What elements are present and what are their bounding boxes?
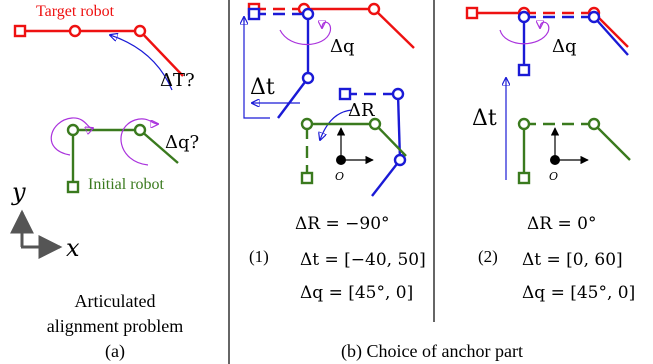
axis-y-label: y	[11, 178, 26, 206]
initial-robot-label: Initial robot	[88, 176, 165, 193]
delta-t-path-b1	[243, 18, 270, 119]
caption-a-line1: Articulated	[75, 291, 156, 311]
axis-x-label: x	[66, 234, 80, 262]
delta-t-arrow	[110, 35, 173, 91]
origin-dot-b2	[550, 155, 560, 165]
delta-q-curl-b2	[499, 22, 550, 45]
caption-b: (b) Choice of anchor part	[341, 341, 523, 362]
index-b1: (1)	[249, 247, 269, 266]
delta-q-curl-b1	[279, 22, 332, 45]
caption-a-line2: alignment problem	[47, 316, 183, 336]
initial-robot-b1	[300, 117, 407, 185]
eq-t-b1: Δt = [−40, 50]	[300, 250, 426, 270]
target-robot-a	[13, 24, 184, 77]
delta-r-arrow	[320, 109, 353, 140]
origin-label-b2: O	[549, 170, 558, 183]
origin-label-b1: O	[335, 170, 344, 183]
delta-t-label: ΔT?	[160, 70, 195, 91]
origin-dot-b1	[336, 155, 346, 165]
initial-robot-a	[66, 123, 179, 194]
aligned-robot-b1	[247, 7, 315, 119]
eq-r-b1: ΔR = −90°	[295, 214, 390, 234]
delta-r-label-b1: ΔR	[348, 100, 375, 121]
eq-t-b2: Δt = [0, 60]	[522, 250, 623, 270]
aligned-robot-b2	[517, 10, 629, 77]
delta-q-label-a: Δq?	[165, 132, 199, 153]
eq-q-b2: Δq = [45°, 0]	[522, 283, 635, 303]
delta-q-label-b2: Δq	[552, 36, 577, 57]
delta-q-label-b1: Δq	[330, 36, 355, 57]
eq-q-b1: Δq = [45°, 0]	[300, 283, 413, 303]
index-b2: (2)	[478, 247, 498, 266]
panel-a: Target robot ΔT? Δq? Initial robot y x A…	[9, 3, 199, 362]
caption-a-tag: (a)	[105, 341, 125, 362]
eq-r-b2: ΔR = 0°	[527, 214, 596, 234]
panel-b2: Δq Δt O ΔR = 0° (2) Δt = [0, 60] Δq = [4…	[465, 6, 635, 303]
delta-q-curl-2	[120, 118, 158, 166]
panel-b1: Δq Δt ΔR O ΔR =	[243, 2, 426, 303]
delta-q-curl-1	[50, 117, 93, 156]
delta-t-label-b2: Δt	[472, 106, 497, 131]
delta-t-label-b1: Δt	[250, 75, 275, 100]
initial-robot-b2	[517, 117, 631, 185]
target-robot-label: Target robot	[36, 3, 115, 20]
